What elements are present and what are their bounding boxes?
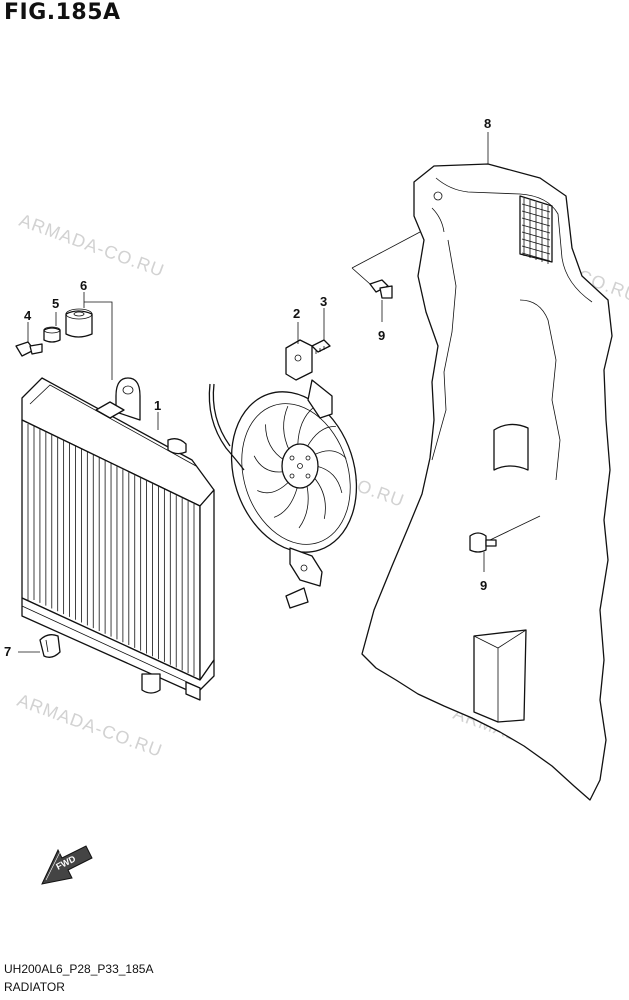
callout-3: 3 — [320, 294, 327, 309]
cooling-fan-part-2 — [208, 339, 358, 609]
figure-code: UH200AL6_P28_P33_185A — [4, 962, 154, 976]
bolt-part-4 — [15, 341, 43, 357]
callout-4: 4 — [24, 308, 32, 323]
screw-part-9-bottom — [469, 532, 497, 553]
callout-5: 5 — [52, 296, 59, 311]
watermark-bottom-left: ARMADA-CO.RU — [15, 690, 166, 761]
watermark-top-left: ARMADA-CO.RU — [17, 210, 168, 281]
callout-7: 7 — [4, 644, 11, 659]
bolt-part-3 — [311, 339, 331, 354]
cushion-part-6 — [65, 308, 93, 338]
figure-name: RADIATOR — [4, 980, 65, 994]
callout-1: 1 — [154, 398, 161, 413]
callout-9-bottom: 9 — [480, 578, 487, 593]
clip-part-7 — [39, 634, 61, 658]
collar-part-5 — [43, 326, 61, 343]
callout-9-top: 9 — [378, 328, 385, 343]
leader-lines — [18, 132, 541, 653]
callout-2: 2 — [293, 306, 300, 321]
figure-title: FIG.185A — [4, 0, 121, 25]
callout-labels: 1 2 3 4 5 6 7 8 9 9 — [4, 116, 491, 659]
forward-direction-arrow: FWD — [41, 845, 93, 885]
callout-8: 8 — [484, 116, 491, 131]
radiator-part-1 — [21, 377, 215, 701]
screw-part-9-top — [369, 279, 393, 299]
callout-6: 6 — [80, 278, 87, 293]
radiator-cover-part-8 — [361, 163, 613, 801]
